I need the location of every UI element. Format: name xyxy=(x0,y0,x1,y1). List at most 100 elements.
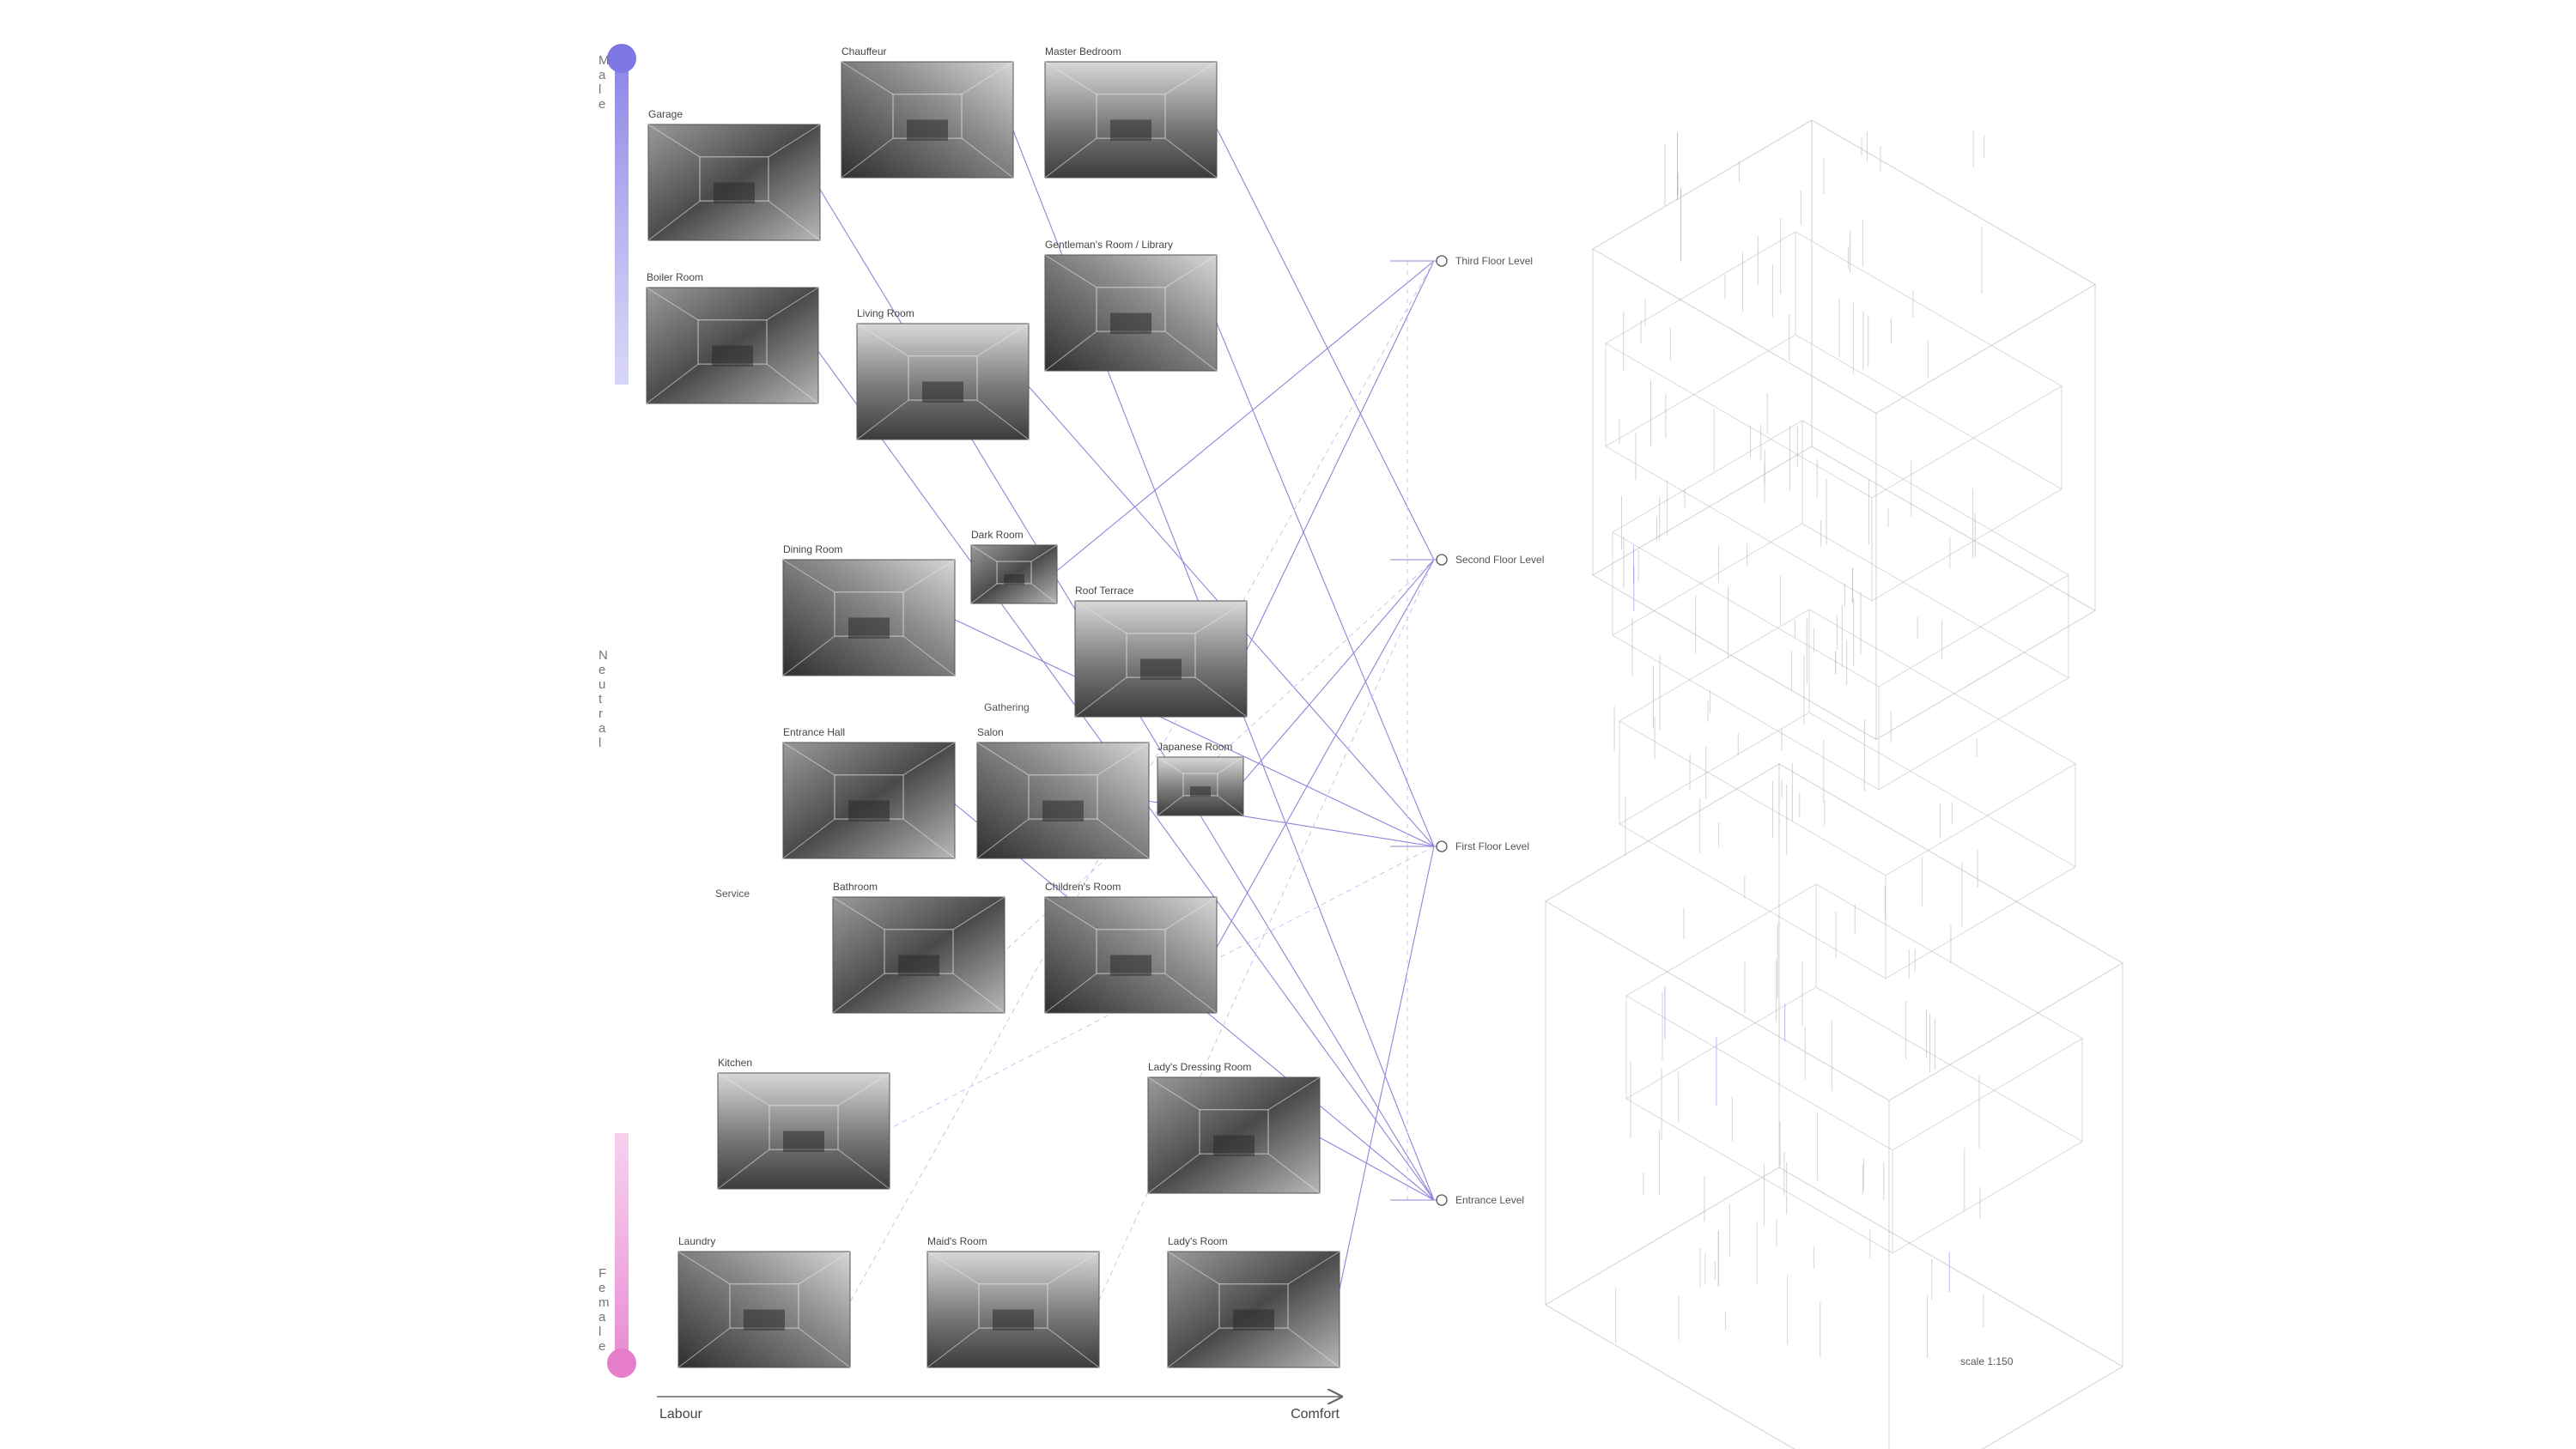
labour-comfort-axis: Labour Comfort xyxy=(657,1397,1341,1422)
gathering-label: Gathering xyxy=(984,701,1030,713)
room-perspective-line xyxy=(1167,1251,1220,1285)
room-perspective-line xyxy=(1287,1327,1340,1368)
room-perspective-line xyxy=(647,200,701,241)
link-ladys-room xyxy=(1334,846,1435,1310)
link-gentlemans-room xyxy=(1212,312,1435,847)
room-perspective-line xyxy=(1157,795,1184,816)
room-label: Dark Room xyxy=(971,529,1024,541)
iso-top xyxy=(1545,763,2123,1101)
room-bathroom: Bathroom xyxy=(832,881,1005,1014)
labour-label: Labour xyxy=(659,1407,702,1422)
room-perspective-line xyxy=(1047,1327,1100,1368)
room-furniture xyxy=(922,381,963,403)
room-label: Maid's Room xyxy=(927,1235,987,1247)
room-perspective-line xyxy=(976,399,1030,440)
room-furniture xyxy=(993,1309,1034,1331)
link-childrens-room xyxy=(1212,559,1435,955)
male-bar xyxy=(615,58,629,385)
room-perspective-line xyxy=(782,635,835,676)
room-perspective-line xyxy=(1164,973,1218,1014)
room-garage: Garage xyxy=(647,108,821,241)
level-third: Third Floor Level xyxy=(1390,255,1533,267)
iso-top xyxy=(1625,883,2083,1151)
room-perspective-line xyxy=(837,1072,890,1106)
room-perspective-line xyxy=(768,124,821,158)
room-label: Boiler Room xyxy=(647,271,703,283)
room-chauffeur: Chauffeur xyxy=(841,45,1014,179)
room-perspective-line xyxy=(927,1251,980,1285)
room-furniture xyxy=(1190,786,1211,797)
room-perspective-line xyxy=(1044,61,1097,95)
room-perspective-line xyxy=(1044,330,1097,372)
scale-label: scale 1:150 xyxy=(1960,1355,2014,1367)
level-marker xyxy=(1436,840,1448,852)
room-perspective-line xyxy=(832,896,885,931)
room-perspective-line xyxy=(647,124,701,158)
room-perspective-line xyxy=(1074,600,1127,634)
room-label: Chauffeur xyxy=(841,45,886,58)
room-perspective-line xyxy=(677,1251,731,1285)
link-japanese-room xyxy=(1238,559,1435,787)
room-furniture xyxy=(907,119,948,141)
level-marker xyxy=(1436,255,1448,267)
room-photo xyxy=(1044,61,1218,179)
room-perspective-line xyxy=(1097,818,1150,859)
link-ladys-dressing-room xyxy=(1315,1135,1435,1201)
room-furniture xyxy=(783,1131,824,1152)
room-perspective-line xyxy=(902,559,956,593)
room-perspective-line xyxy=(717,1149,770,1190)
room-living-room: Living Room xyxy=(856,307,1030,440)
room-perspective-line xyxy=(1194,676,1248,718)
room-perspective-line xyxy=(902,818,956,859)
room-entrance-hall: Entrance Hall xyxy=(782,726,956,859)
room-perspective-line xyxy=(902,635,956,676)
room-label: Laundry xyxy=(678,1235,715,1247)
room-roof-terrace: Roof Terrace xyxy=(1074,585,1248,718)
room-gentlemans-room: Gentleman's Room / Library xyxy=(1044,239,1218,372)
room-perspective-line xyxy=(782,818,835,859)
link-dark-room xyxy=(1052,260,1435,575)
room-maids-room: Maid's Room xyxy=(927,1235,1100,1368)
level-label: Second Floor Level xyxy=(1455,554,1544,566)
room-ladys-room: Lady's Room xyxy=(1167,1235,1340,1368)
room-furniture xyxy=(714,182,755,203)
room-perspective-line xyxy=(1030,544,1058,562)
room-label: Master Bedroom xyxy=(1045,45,1121,58)
room-perspective-line xyxy=(976,818,1030,859)
iso-top xyxy=(1605,231,2063,499)
room-furniture xyxy=(744,1309,785,1331)
room-perspective-line xyxy=(1164,61,1218,95)
room-furniture xyxy=(848,800,890,822)
room-label: Lady's Room xyxy=(1168,1235,1228,1247)
room-perspective-line xyxy=(1044,137,1097,179)
room-perspective-line xyxy=(782,559,835,593)
room-perspective-line xyxy=(1044,973,1097,1014)
room-kitchen: Kitchen xyxy=(717,1057,890,1190)
service-label: Service xyxy=(715,888,750,900)
room-furniture xyxy=(1140,658,1182,680)
room-perspective-line xyxy=(1044,896,1097,931)
room-ladys-dressing-room: Lady's Dressing Room xyxy=(1147,1061,1321,1194)
room-perspective-line xyxy=(798,1251,851,1285)
female-bar xyxy=(615,1133,629,1365)
room-furniture xyxy=(1213,1135,1255,1156)
room-label: Children's Room xyxy=(1045,881,1121,893)
iso-top xyxy=(1592,119,2096,414)
room-perspective-line xyxy=(952,896,1005,931)
room-perspective-line xyxy=(1044,254,1097,288)
level-label: Third Floor Level xyxy=(1455,255,1533,267)
room-perspective-line xyxy=(1217,795,1244,816)
room-boiler-room: Boiler Room xyxy=(646,271,819,404)
room-label: Gentleman's Room / Library xyxy=(1045,239,1173,251)
room-label: Kitchen xyxy=(718,1057,752,1069)
room-perspective-line xyxy=(970,544,998,562)
room-perspective-line xyxy=(902,742,956,776)
room-label: Japanese Room xyxy=(1157,741,1232,753)
